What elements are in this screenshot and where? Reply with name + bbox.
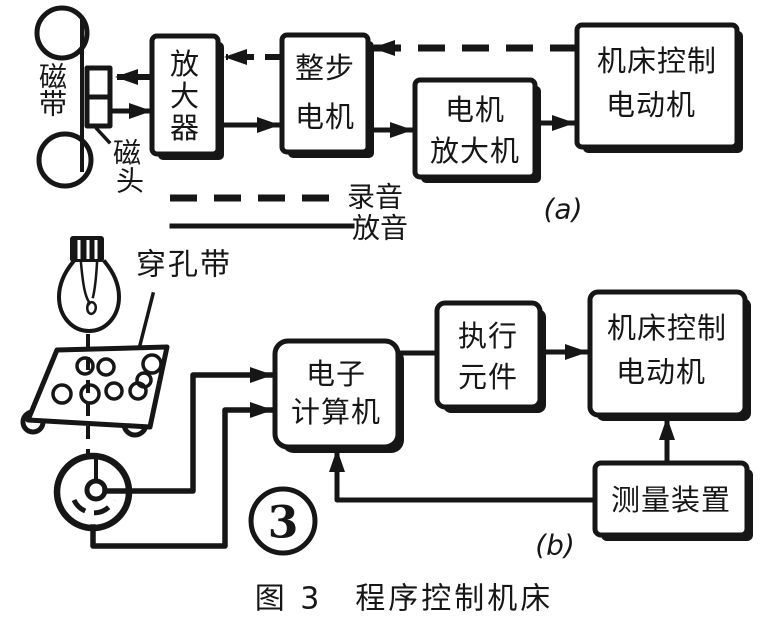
box-step-motor: 整步 电机 [279,32,374,158]
box-label: 计算机 [291,395,381,429]
bulb-cap-slits [77,240,98,259]
diagram-b: 穿孔带 [20,236,753,562]
box-border [412,77,538,180]
box-label: 电机 [445,93,505,127]
head-pointer-line [94,126,112,145]
tape-hole [75,356,95,376]
diagram-a: 磁 带 磁 头 放 大 器 整步 电机 电机 放大机 [34,5,743,245]
tape-hole [141,353,163,375]
arrow-photocell-to-computer-2 [90,402,274,549]
bulb-globe [57,259,121,333]
box-amplifier: 放 大 器 [149,33,224,160]
box-border [149,33,221,157]
box-machine-motor-a: 机床控制 电动机 [574,22,743,153]
tape-reel-bottom-icon [36,131,94,189]
box-border [574,22,740,150]
box-label: 元件 [458,360,518,394]
sub-figure-a-label: (a) [543,193,582,226]
box-border [434,300,543,410]
box-label: 电机 [295,100,355,134]
box-machine-motor-b: 机床控制 电动机 [587,289,751,421]
box-border [272,338,401,450]
bulb-filament [79,261,99,316]
box-label: 电动机 [606,88,696,122]
figure-caption: 图 3 程序控制机床 [255,582,554,617]
box-label: 放 [170,47,200,81]
box-measuring-device: 测量装置 [592,460,753,541]
tape-reel-top-icon [34,5,90,61]
legend-dashed-label: 录音 [347,181,403,214]
box-border [279,32,371,155]
tape-hole [128,381,148,401]
number-glyph: 3 [268,498,299,549]
box-computer: 电子 计算机 [272,338,404,453]
box-border [587,289,748,418]
photocell-cathode-arc [71,498,117,516]
box-label: 整步 [295,51,355,85]
punched-tape-icon [20,344,170,438]
punched-tape-label: 穿孔带 [136,248,232,283]
box-label: 测量装置 [611,483,731,517]
tape-hole [96,357,116,377]
magnetic-head-label: 磁 [113,137,141,170]
tape-pointer-line [137,291,156,348]
legend: 录音 放音 [169,181,408,245]
magnetic-tape-label: 磁 [39,61,67,94]
box-motor-amplifier: 电机 放大机 [412,77,541,183]
box-label: 机床控制 [597,44,717,78]
box-label: 电子 [306,357,366,391]
box-label: 放大机 [430,134,520,168]
magnetic-head-upper-icon [84,65,113,100]
box-label: 电动机 [616,355,706,389]
box-label: 机床控制 [607,311,727,345]
box-label: 大 [170,79,200,113]
box-label: 执行 [458,319,518,353]
tape-hole [51,383,73,405]
circled-number-3: 3 [248,486,318,556]
light-bulb-icon [57,236,121,333]
magnetic-head-lower-icon [84,94,113,129]
sub-figure-b-label: (b) [535,529,575,562]
box-actuator: 执行 元件 [434,300,546,413]
magnetic-tape-label: 带 [39,88,67,121]
arrow-measuring-to-computer [329,448,596,503]
box-label: 器 [170,111,200,145]
magnetic-head-label: 头 [116,165,144,198]
number-circle [248,486,318,556]
arrow-photocell-to-computer-1 [102,367,274,494]
tape-hole [104,381,124,401]
legend-solid-label: 放音 [352,212,408,245]
